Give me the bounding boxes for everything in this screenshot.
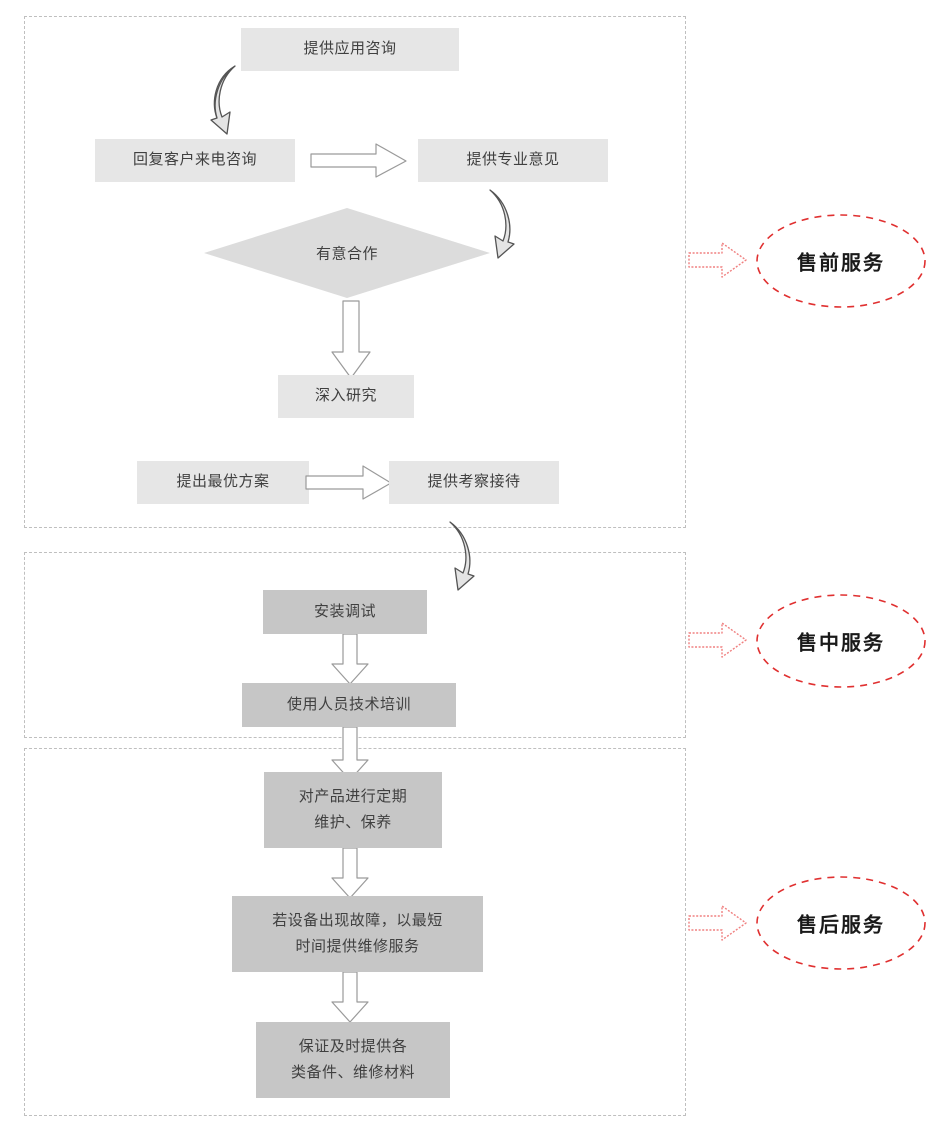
node-periodic-product-maintenance[interactable]: 对产品进行定期 维护、保养 [264, 772, 442, 848]
node-label: 提出最优方案 [176, 473, 270, 491]
node-operator-technical-training[interactable]: 使用人员技术培训 [242, 683, 456, 727]
node-fastest-repair-service[interactable]: 若设备出现故障，以最短 时间提供维修服务 [232, 896, 483, 972]
node-label-line1: 若设备出现故障，以最短 [272, 911, 443, 929]
block-arrow-down-icon [331, 300, 371, 379]
node-label: 使用人员技术培训 [286, 695, 411, 713]
block-arrow-down-icon [331, 634, 369, 685]
node-label: 深入研究 [314, 387, 377, 405]
node-label-line1: 保证及时提供各 [298, 1037, 408, 1055]
node-in-depth-research[interactable]: 深入研究 [278, 375, 414, 418]
curved-arrow-down-mirrored-icon [489, 189, 515, 259]
block-arrow-right-icon [305, 465, 392, 500]
dashed-ellipse-icon [756, 214, 926, 308]
node-reply-customer-call-inquiry[interactable]: 回复客户来电咨询 [95, 139, 295, 182]
node-provide-application-consultation[interactable]: 提供应用咨询 [241, 28, 459, 71]
red-block-arrow-right-icon [688, 242, 747, 278]
dashed-ellipse-icon [756, 594, 926, 688]
node-label-line2: 时间提供维修服务 [295, 938, 420, 955]
node-timely-spare-parts-supply[interactable]: 保证及时提供各 类备件、维修材料 [256, 1022, 450, 1098]
badge-post-sales[interactable]: 售后服务 [755, 875, 927, 971]
node-label: 安装调试 [313, 602, 376, 620]
block-arrow-down-icon [331, 848, 369, 899]
curved-arrow-down-icon [210, 65, 236, 135]
block-arrow-down-icon [331, 727, 369, 781]
node-label: 回复客户来电咨询 [132, 151, 257, 169]
block-arrow-right-icon [310, 143, 407, 178]
section-pre-sales [24, 16, 686, 528]
node-label: 提供考察接待 [427, 473, 521, 491]
node-label: 提供专业意见 [466, 151, 560, 169]
node-propose-optimal-plan[interactable]: 提出最优方案 [137, 461, 309, 504]
red-block-arrow-right-icon [688, 905, 747, 941]
red-block-arrow-right-icon [688, 622, 747, 658]
dashed-ellipse-icon [756, 876, 926, 970]
curved-arrow-down-mirrored-icon [449, 521, 475, 591]
block-arrow-down-icon [331, 972, 369, 1023]
node-installation-and-commissioning[interactable]: 安装调试 [263, 590, 427, 634]
node-label-line2: 维护、保养 [314, 814, 392, 831]
badge-mid-sales[interactable]: 售中服务 [755, 593, 927, 689]
node-label-line2: 类备件、维修材料 [290, 1064, 415, 1081]
node-provide-inspection-reception[interactable]: 提供考察接待 [389, 461, 559, 504]
node-provide-professional-opinion[interactable]: 提供专业意见 [418, 139, 608, 182]
node-label: 提供应用咨询 [303, 40, 397, 58]
node-label-line1: 对产品进行定期 [298, 787, 408, 805]
node-intent-to-cooperate[interactable]: 有意合作 [203, 207, 491, 299]
diamond-shape-icon [204, 208, 490, 298]
badge-pre-sales[interactable]: 售前服务 [755, 213, 927, 309]
